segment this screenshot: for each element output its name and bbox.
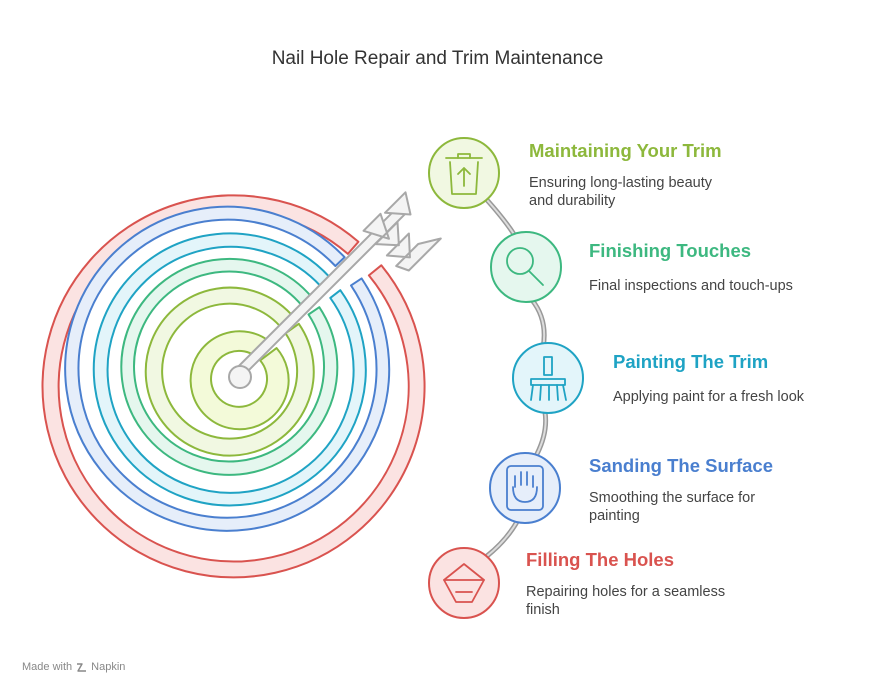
- napkin-logo-icon: [77, 662, 87, 672]
- footer-made-with: Made with: [22, 661, 73, 673]
- trash-icon: [445, 153, 483, 195]
- magnifier-icon: [506, 247, 544, 286]
- step-desc-maintaining: Ensuring long-lasting beauty and durabil…: [529, 175, 712, 209]
- arrow-tip: [228, 365, 252, 389]
- target: [41, 194, 426, 579]
- step-icon-2: [490, 231, 562, 303]
- step-desc-painting: Applying paint for a fresh look: [613, 389, 805, 405]
- arrow-fletching: [362, 191, 442, 272]
- paintbrush-icon: [530, 356, 567, 401]
- step-icon-3: [512, 342, 584, 414]
- step-title-maintaining: Maintaining Your Trim: [529, 140, 722, 161]
- target-bullseye: [189, 330, 290, 431]
- step-icon-4: [489, 452, 561, 524]
- step-title-painting: Painting The Trim: [613, 351, 769, 372]
- target-ring-green: [120, 257, 339, 476]
- footer: Made with Napkin: [22, 661, 125, 673]
- sanding-hand-icon: [506, 465, 544, 511]
- step-title-finishing: Finishing Touches: [589, 240, 752, 261]
- footer-brand: Napkin: [91, 661, 126, 673]
- target-ring-blue: [64, 205, 391, 532]
- step-icon-1: [428, 137, 500, 209]
- putty-bucket-icon: [443, 563, 485, 603]
- step-title-filling: Filling The Holes: [526, 549, 675, 570]
- diagram-title: Nail Hole Repair and Trim Maintenance: [271, 48, 604, 69]
- target-ring-cyan: [92, 232, 367, 507]
- step-icon-5: [428, 547, 500, 619]
- step-desc-filling: Repairing holes for a seamless finish: [526, 584, 726, 618]
- target-ring-red: [41, 194, 426, 579]
- step-desc-finishing: Final inspections and touch-ups: [589, 278, 793, 294]
- target-ring-lime: [144, 286, 315, 457]
- timeline-connector-inner: [486, 199, 547, 557]
- step-desc-sanding: Smoothing the surface for painting: [589, 490, 756, 524]
- step-title-sanding: Sanding The Surface: [589, 455, 774, 476]
- arrow: [228, 191, 442, 389]
